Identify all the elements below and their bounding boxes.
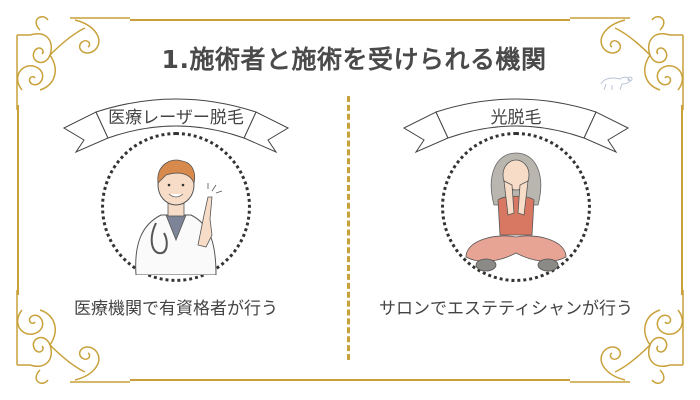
woman-illustration-icon	[465, 152, 567, 272]
doctor-illustration-icon	[135, 159, 223, 275]
frame-left-line	[17, 105, 19, 295]
ribbon-label: 医療レーザー脱毛	[108, 108, 244, 128]
ribbon-banner-icon	[402, 98, 630, 154]
watermark-logo-icon	[600, 76, 633, 91]
ribbon-banner-icon	[62, 98, 290, 154]
ornament-corner-bottom-right-icon	[570, 290, 684, 384]
panel-medical-laser: 医療レーザー脱毛	[56, 90, 296, 330]
page-title: 1.施術者と施術を受けられる機関	[161, 45, 547, 74]
frame-top-line	[130, 19, 570, 21]
frame-right-line	[681, 105, 683, 295]
ornament-corner-top-left-icon	[16, 16, 130, 110]
right-caption: サロンでエステティシャンが行う	[379, 299, 633, 319]
panel-light-hair-removal: 光脱毛	[396, 90, 636, 330]
left-caption: 医療機関で有資格者が行う	[74, 299, 278, 319]
ribbon-label: 光脱毛	[490, 108, 542, 128]
ornament-corner-bottom-left-icon	[16, 290, 130, 384]
dotted-circle	[441, 132, 591, 282]
dotted-circle	[101, 132, 251, 282]
frame-bottom-line	[130, 379, 570, 381]
center-divider	[347, 96, 350, 360]
ornament-corner-top-right-icon	[570, 16, 684, 110]
